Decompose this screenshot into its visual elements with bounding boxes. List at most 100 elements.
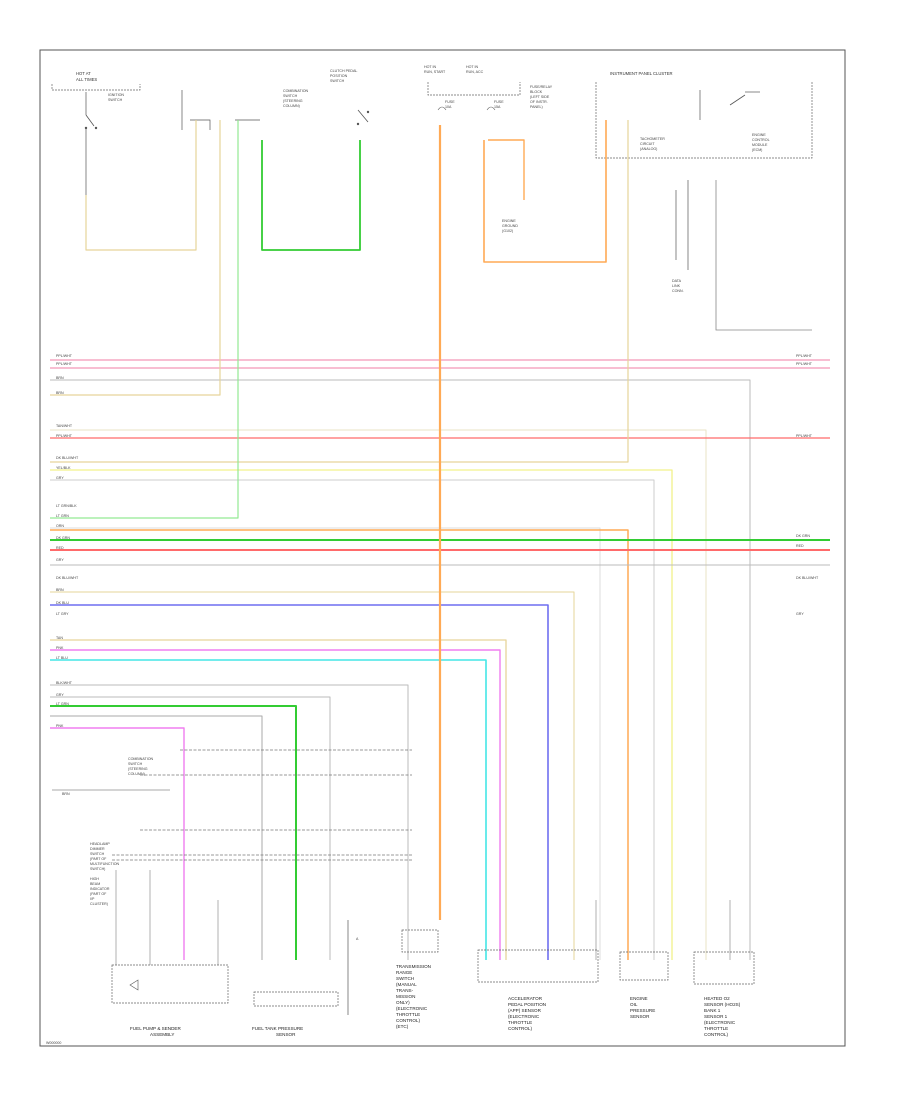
wire-21 bbox=[50, 696, 331, 960]
dimmer-1: HEADLAMP bbox=[90, 842, 110, 846]
comb-switch-3: (STEERING bbox=[128, 767, 148, 771]
left-wire-label: LT GRN bbox=[56, 702, 69, 706]
comb-switch-2: SWITCH bbox=[128, 762, 143, 766]
cluster-right-3: MODULE bbox=[752, 143, 768, 147]
fuel-pump-assembly: FUEL PUMP & SENDER ASSEMBLY bbox=[111, 964, 229, 1037]
hot-fuse-1b: RUN, START bbox=[424, 70, 446, 74]
clutch-pedal-3: SWITCH bbox=[330, 79, 345, 83]
trs-side: A bbox=[356, 937, 359, 941]
wire-24 bbox=[50, 727, 185, 960]
wire-9 bbox=[50, 120, 239, 519]
wire-23 bbox=[50, 715, 263, 960]
wire-25 bbox=[85, 120, 197, 251]
dimmer-5: MULTIFUNCTION bbox=[90, 862, 119, 866]
wire-8 bbox=[50, 479, 655, 960]
left-wire-label: DK BLU/WHT bbox=[56, 456, 79, 460]
trs-label-4: (MANUAL bbox=[396, 982, 417, 987]
trs-label-9: THROTTLE bbox=[396, 1012, 420, 1017]
app-label-2: PEDAL POSITION bbox=[508, 1002, 546, 1007]
trs-label-8: (ELECTRONIC bbox=[396, 1006, 428, 1011]
left-wire-label: PNK bbox=[56, 646, 64, 650]
right-wire-label: RED bbox=[796, 544, 804, 548]
left-wire-label: TAN/WHT bbox=[56, 424, 73, 428]
combination-switch-top: COMBINATION SWITCH (STEERING COLUMN) CLU… bbox=[181, 69, 370, 130]
right-wire-label: PPL/WHT bbox=[796, 434, 813, 438]
left-wire-label: BLK/WHT bbox=[56, 681, 73, 685]
diagram-border bbox=[39, 49, 846, 1047]
left-wire-label: YEL/BLK bbox=[56, 466, 71, 470]
comb-switch-4: COLUMN) bbox=[128, 772, 145, 776]
fuse-block-top: HOT IN RUN, START HOT IN RUN, ACC FUSE 1… bbox=[424, 65, 553, 233]
hot-fuse-2a: HOT IN bbox=[466, 65, 479, 69]
left-wire-label: GRY bbox=[56, 693, 64, 697]
cluster-sub-3: CONN. bbox=[672, 289, 684, 293]
left-wire-label: BRN bbox=[56, 376, 64, 380]
cluster-right-4: (ECM) bbox=[752, 148, 762, 152]
wire-10 bbox=[50, 527, 601, 960]
ground-ref-1: ENGINE bbox=[502, 219, 516, 223]
app-label-4: (ELECTRONIC bbox=[508, 1014, 540, 1019]
trs-label-5: TRANS- bbox=[396, 988, 414, 993]
diagram-code: W000000 bbox=[46, 1041, 61, 1045]
cluster-note-1: TACHOMETER bbox=[640, 137, 665, 141]
fuse-a-1: FUSE bbox=[445, 100, 455, 104]
left-wire-label: BRN bbox=[56, 391, 64, 395]
wire-3 bbox=[50, 120, 221, 396]
trs-label-11: (ETC) bbox=[396, 1024, 409, 1029]
left-wire-label: LT GRN/BLK bbox=[56, 504, 77, 508]
dimmer-sub-3: INDICATOR bbox=[90, 887, 110, 891]
fuel-pump-label-1: FUEL PUMP & SENDER bbox=[130, 1026, 181, 1031]
eop-label-1: ENGINE bbox=[630, 996, 648, 1001]
left-wire-label: ORN bbox=[56, 524, 64, 528]
wire-18 bbox=[50, 649, 501, 960]
wire-17 bbox=[50, 639, 507, 960]
wire-4 bbox=[50, 429, 707, 960]
left-wire-label: DK BLU bbox=[56, 601, 69, 605]
eop-label-3: PRESSURE bbox=[630, 1008, 655, 1013]
fuse-a-2: 10A bbox=[445, 105, 452, 109]
cluster-note-2: CIRCUIT bbox=[640, 142, 655, 146]
fuse-note-5: PANEL) bbox=[530, 105, 543, 109]
wire-7 bbox=[50, 469, 673, 960]
cluster-sub-1: DATA bbox=[672, 279, 682, 283]
ho2s-label-6: THROTTLE bbox=[704, 1026, 728, 1031]
app-sensor: ACCELERATOR PEDAL POSITION (APP) SENSOR … bbox=[477, 949, 599, 1031]
ho2s-label-3: BANK 1 bbox=[704, 1008, 721, 1013]
engine-oil-pressure-sensor: ENGINE OIL PRESSURE SENSOR bbox=[619, 951, 669, 1019]
connector-bars bbox=[112, 749, 412, 861]
fuel-tank-pressure-sensor: FUEL TANK PRESSURE SENSOR bbox=[252, 991, 339, 1037]
ign-module-2: SWITCH bbox=[283, 94, 298, 98]
trs-label-3: SWITCH bbox=[396, 976, 414, 981]
app-label-6: CONTROL) bbox=[508, 1026, 532, 1031]
fuse-b-2: 15A bbox=[494, 105, 501, 109]
right-wire-label: PPL/WHT bbox=[796, 362, 813, 366]
fuse-note-4: OF INSTR. bbox=[530, 100, 548, 104]
ho2s-label-5: (ELECTRONIC bbox=[704, 1020, 736, 1025]
ho2s-sensor: HEATED O2 SENSOR (HO2S) BANK 1 SENSOR 1 … bbox=[693, 951, 755, 1037]
dimmer-sub-6: CLUSTER) bbox=[90, 902, 108, 906]
left-wire-label: DK BLU/WHT bbox=[56, 576, 79, 580]
left-wire-label: PNK bbox=[56, 724, 64, 728]
left-wire-label: BRN bbox=[56, 588, 64, 592]
right-wire-label: PPL/WHT bbox=[796, 354, 813, 358]
ho2s-label-1: HEATED O2 bbox=[704, 996, 730, 1001]
app-label-5: THROTTLE bbox=[508, 1020, 532, 1025]
right-wire-label: GRY bbox=[796, 612, 804, 616]
left-ground: BRN bbox=[62, 792, 70, 796]
cluster-right-2: CONTROL bbox=[752, 138, 770, 142]
fuse-note-1: FUSE/RELAY bbox=[530, 85, 553, 89]
trs-label-10: CONTROL) bbox=[396, 1018, 420, 1023]
dimmer-6: SWITCH) bbox=[90, 867, 105, 871]
clutch-pedal-2: POSITION bbox=[330, 74, 348, 78]
right-wire-label: DK GRN bbox=[796, 534, 810, 538]
ign-switch-label-1: HOT AT bbox=[76, 71, 91, 76]
comb-switch-1: COMBINATION bbox=[128, 757, 153, 761]
cluster-note-3: (ANALOG) bbox=[640, 147, 657, 151]
dimmer-3: SWITCH bbox=[90, 852, 105, 856]
wire-22 bbox=[50, 705, 297, 960]
ign-module-4: COLUMN) bbox=[283, 104, 300, 108]
instrument-cluster: INSTRUMENT PANEL CLUSTER TACHOMETER CIRC… bbox=[595, 71, 813, 331]
ign-detail-1: IGNITION bbox=[108, 93, 124, 97]
